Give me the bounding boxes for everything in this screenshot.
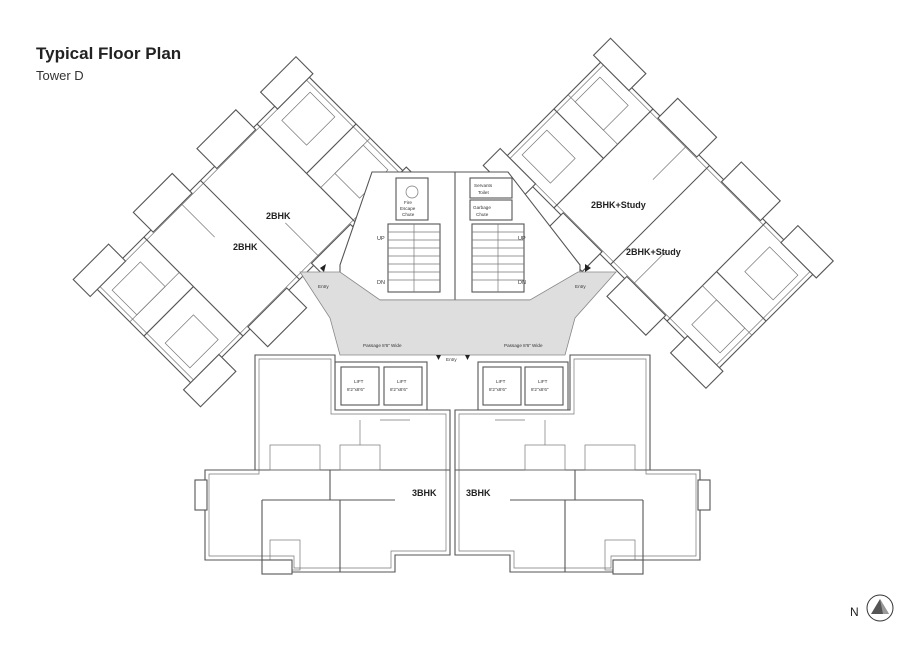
lift-lobby: LIFT 8'2"x8'6" LIFT 8'2"x8'6" LIFT 8'2"x… [334, 361, 569, 411]
lift-1 [340, 366, 380, 406]
stair-right-dn: DN [518, 280, 526, 286]
fire-escape-chute [395, 177, 429, 221]
lift-2-size: 8'2"x8'6" [390, 387, 408, 392]
stair-right-up: UP [518, 236, 526, 242]
unit-label-3bhk-left: 3BHK [412, 488, 437, 498]
servants-line-1: Servants [474, 183, 493, 188]
stair-left-dn: DN [377, 280, 385, 286]
lift-3-label: LIFT [496, 379, 506, 384]
lift-3 [482, 366, 522, 406]
unit-label-2bhk-b: 2BHK [233, 242, 258, 252]
lift-4-size: 8'2"x8'6" [531, 387, 549, 392]
page-title: Typical Floor Plan [36, 44, 182, 63]
central-core: Fire Escape Chute Servants Toilet Garbag… [339, 171, 581, 301]
wing-lower-right: 3BHK [454, 354, 711, 575]
common-passage: Entry Entry Passage 8'6" Wide Passage 8'… [299, 264, 617, 362]
unit-label-2bhk-study-b: 2BHK+Study [626, 247, 681, 257]
garbage-line-2: Chute [476, 212, 489, 217]
garbage-chute [469, 199, 513, 221]
entry-center-label: Entry [446, 357, 457, 362]
entry-left-label: Entry [318, 284, 329, 289]
fire-escape-line-2: Escape [400, 206, 416, 211]
entry-right-arrow-icon [585, 264, 591, 272]
fire-escape-line-1: Fire [404, 200, 412, 205]
stair-left-up: UP [377, 236, 385, 242]
page-subtitle: Tower D [36, 68, 84, 83]
unit-label-2bhk-a: 2BHK [266, 211, 291, 221]
compass-label: N [850, 605, 859, 619]
wing-upper-right: 2BHK+Study 2BHK+Study [482, 37, 835, 390]
lift-1-size: 8'2"x8'6" [347, 387, 365, 392]
servants-line-2: Toilet [478, 190, 489, 195]
unit-label-2bhk-study-a: 2BHK+Study [591, 200, 646, 210]
entry-left-arrow-icon [320, 264, 326, 272]
lift-2 [383, 366, 423, 406]
garbage-line-1: Garbage [473, 205, 491, 210]
fire-escape-line-3: Chute [402, 212, 415, 217]
lift-4 [524, 366, 564, 406]
unit-label-3bhk-right: 3BHK [466, 488, 491, 498]
entry-arrow-left-icon [436, 355, 441, 360]
passage-right-label: Passage 8'6" Wide [504, 343, 543, 348]
lift-4-label: LIFT [538, 379, 548, 384]
entry-arrow-right-icon [465, 355, 470, 360]
north-arrow-icon [866, 594, 894, 622]
passage-left-label: Passage 8'6" Wide [363, 343, 402, 348]
entry-right-label: Entry [575, 284, 586, 289]
wing-lower-left: 3BHK [194, 354, 451, 575]
lift-3-size: 8'2"x8'6" [489, 387, 507, 392]
servants-toilet [469, 177, 513, 199]
lift-2-label: LIFT [397, 379, 407, 384]
lift-1-label: LIFT [354, 379, 364, 384]
